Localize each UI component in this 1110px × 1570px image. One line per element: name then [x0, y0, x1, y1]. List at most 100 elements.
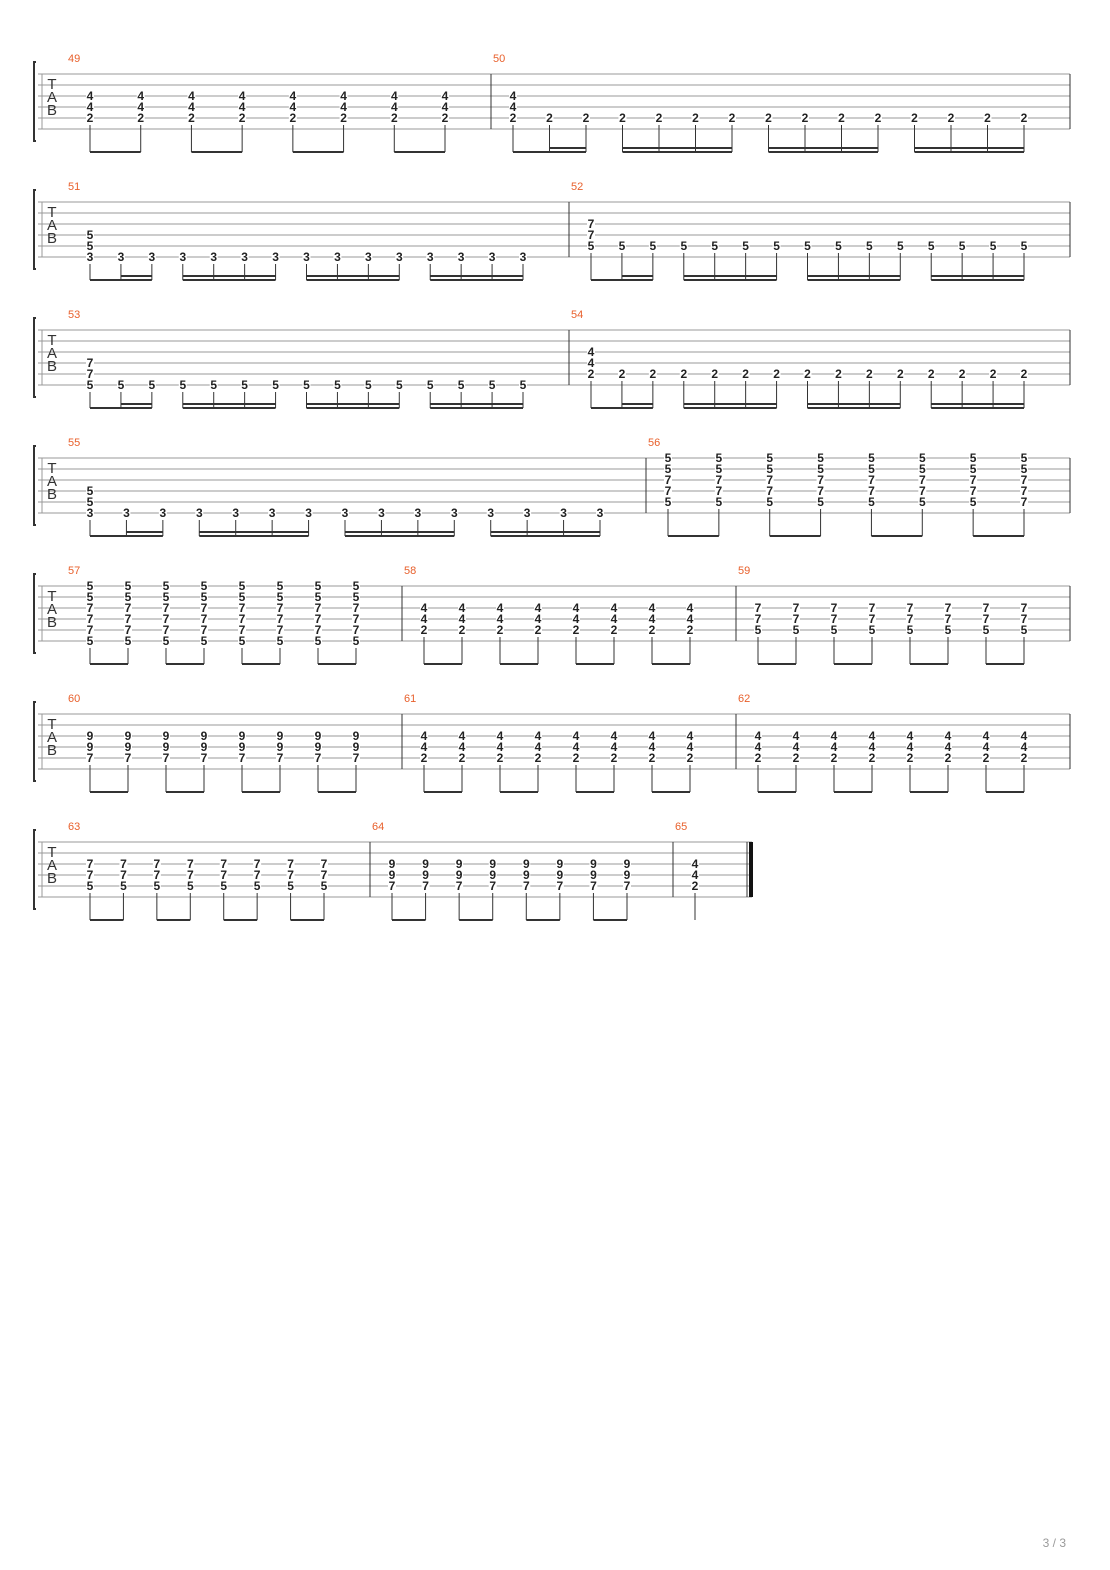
measure-number: 52 — [571, 181, 583, 193]
fret-number: 5 — [793, 623, 800, 637]
fret-number: 2 — [656, 111, 663, 125]
fret-mask — [86, 881, 94, 891]
measure-number: 65 — [675, 821, 687, 833]
tab-clef-letter: B — [47, 358, 57, 375]
fret-number: 5 — [396, 378, 403, 392]
fret-mask — [691, 881, 699, 891]
tab-clef-letter: A — [47, 601, 57, 618]
fret-mask — [268, 508, 277, 518]
fret-number: 9 — [201, 740, 208, 754]
fret-number: 5 — [619, 239, 626, 253]
fret-mask — [457, 252, 466, 262]
measure-number: 62 — [738, 693, 750, 705]
fret-number: 5 — [315, 590, 322, 604]
fret-mask — [714, 486, 723, 496]
fret-mask — [238, 113, 247, 123]
fret-number: 2 — [459, 751, 466, 765]
fret-number: 2 — [391, 111, 398, 125]
fret-mask — [86, 508, 94, 518]
fret-mask — [458, 625, 466, 635]
fret-number: 5 — [919, 462, 926, 476]
fret-mask — [124, 731, 132, 741]
fret-mask — [691, 870, 699, 880]
fret-number: 5 — [125, 634, 132, 648]
fret-number: 4 — [391, 89, 398, 103]
fret-number: 2 — [755, 751, 762, 765]
fret-mask — [765, 464, 774, 474]
fret-mask — [648, 742, 656, 752]
fret-mask — [119, 859, 128, 869]
measure-number: 59 — [738, 565, 750, 577]
fret-number: 5 — [125, 590, 132, 604]
fret-mask — [523, 508, 532, 518]
fret-number: 4 — [535, 729, 542, 743]
fret-number: 9 — [389, 857, 396, 871]
fret-number: 4 — [649, 740, 656, 754]
fret-number: 9 — [557, 857, 564, 871]
fret-number: 2 — [687, 623, 694, 637]
fret-mask — [623, 859, 631, 869]
fret-mask — [187, 113, 196, 123]
fret-mask — [276, 581, 284, 591]
fret-mask — [982, 614, 990, 624]
fret-number: 7 — [422, 879, 429, 893]
fret-number: 9 — [163, 729, 170, 743]
fret-number: 7 — [154, 868, 161, 882]
fret-number: 5 — [239, 579, 246, 593]
fret-number: 5 — [716, 495, 723, 509]
fret-mask — [276, 625, 284, 635]
fret-mask — [679, 369, 688, 379]
fret-number: 3 — [396, 250, 403, 264]
fret-number: 7 — [201, 751, 208, 765]
fret-number: 7 — [716, 484, 723, 498]
fret-number: 5 — [835, 239, 842, 253]
fret-mask — [457, 380, 466, 390]
fret-number: 5 — [334, 378, 341, 392]
fret-number: 7 — [755, 612, 762, 626]
fret-mask — [686, 753, 694, 763]
fret-mask — [754, 614, 762, 624]
fret-number: 7 — [868, 473, 875, 487]
fret-mask — [147, 252, 156, 262]
fret-number: 5 — [277, 634, 284, 648]
fret-mask — [874, 113, 882, 123]
fret-mask — [238, 581, 246, 591]
fret-mask — [124, 614, 132, 624]
fret-number: 5 — [970, 495, 977, 509]
fret-number: 7 — [831, 601, 838, 615]
fret-mask — [420, 742, 428, 752]
fret-mask — [187, 102, 196, 112]
fret-mask — [648, 753, 656, 763]
fret-mask — [86, 614, 94, 624]
fret-mask — [339, 102, 348, 112]
fret-number: 5 — [804, 239, 811, 253]
fret-mask — [339, 113, 348, 123]
fret-number: 2 — [911, 111, 918, 125]
fret-number: 7 — [87, 612, 94, 626]
fret-number: 2 — [290, 111, 297, 125]
fret-mask — [86, 369, 94, 379]
fret-mask — [377, 508, 386, 518]
fret-mask — [648, 369, 657, 379]
fret-mask — [710, 369, 719, 379]
fret-number: 4 — [421, 729, 428, 743]
fret-number: 3 — [524, 506, 531, 520]
fret-mask — [364, 380, 373, 390]
fret-number: 7 — [87, 868, 94, 882]
fret-mask — [587, 219, 595, 229]
fret-mask — [582, 113, 590, 123]
fret-mask — [686, 731, 694, 741]
fret-number: 2 — [959, 367, 966, 381]
fret-number: 2 — [990, 367, 997, 381]
fret-mask — [509, 113, 517, 123]
fret-mask — [983, 113, 992, 123]
fret-mask — [868, 731, 876, 741]
fret-number: 7 — [163, 751, 170, 765]
fret-number: 5 — [365, 378, 372, 392]
fret-mask — [754, 603, 762, 613]
fret-mask — [253, 859, 262, 869]
fret-number: 2 — [546, 111, 553, 125]
fret-number: 4 — [573, 740, 580, 754]
fret-mask — [86, 91, 94, 101]
fret-number: 2 — [535, 751, 542, 765]
